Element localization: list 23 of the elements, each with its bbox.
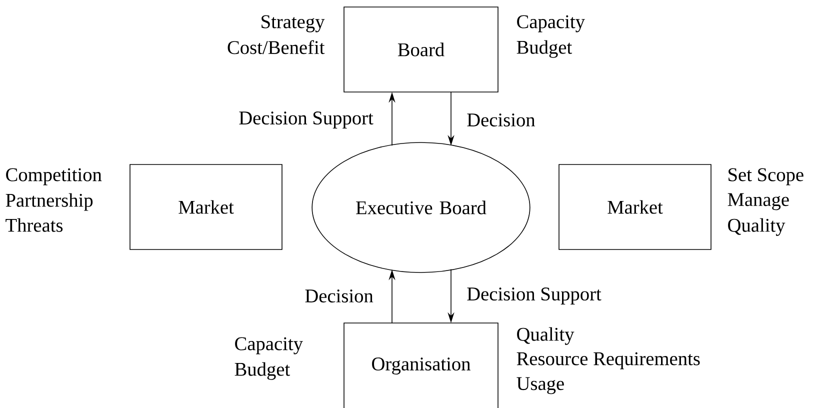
side-note: Capacity (517, 15, 585, 32)
edge-label: Decision Support (465, 286, 603, 306)
edge-label: Decision (465, 112, 537, 128)
side-note: Budget (516, 40, 572, 58)
side-note: Threats (6, 218, 63, 232)
side-note: Budget (234, 362, 290, 380)
side-note: Quality (517, 327, 574, 345)
process-box: Board (344, 6, 498, 92)
side-note: Strategy (262, 15, 325, 32)
side-note: Capacity (235, 337, 303, 354)
edge-label: Decision (303, 288, 375, 304)
process-box: Organisation (344, 322, 498, 408)
side-note: Usage (516, 377, 564, 394)
side-note: Partnership (6, 193, 93, 211)
side-note: Resource Requirements (516, 352, 700, 370)
side-note: Quality (728, 218, 786, 236)
edge-label: Decision Support (237, 110, 375, 130)
process-box: Market (558, 164, 712, 250)
side-note: Manage (728, 193, 789, 210)
side-note: Competition (6, 168, 102, 186)
side-note: Cost/Benefit (228, 40, 325, 54)
side-note: Set Scope (728, 168, 804, 186)
process-box: Market (130, 164, 282, 250)
